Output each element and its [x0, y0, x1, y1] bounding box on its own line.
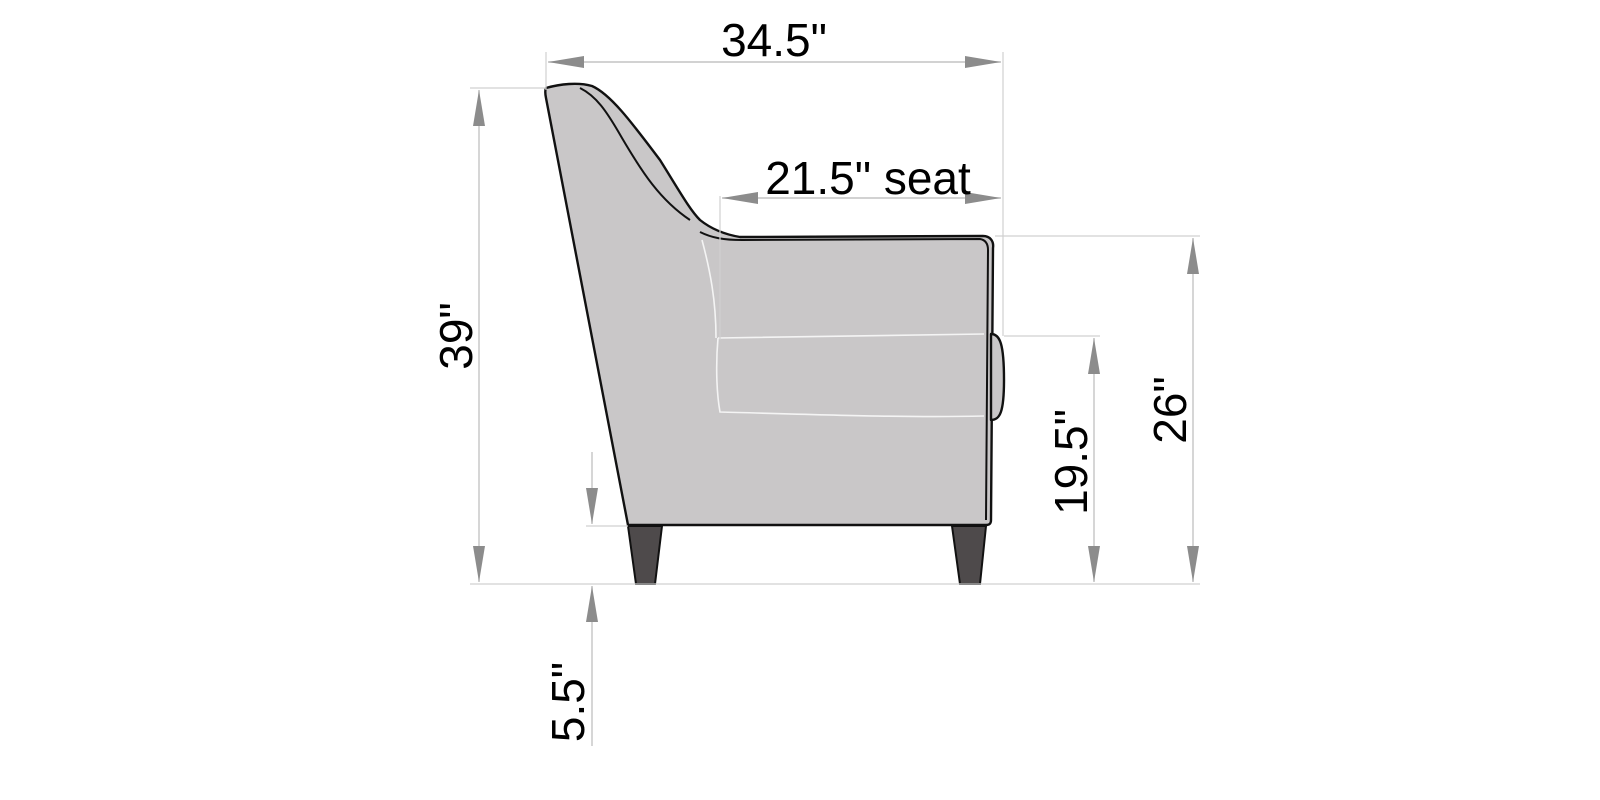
seat-cushion — [715, 333, 985, 418]
dimension-overall-depth: 34.5" — [545, 14, 1004, 336]
dimension-arm-height: 26" — [995, 235, 1200, 582]
arm-height-label: 26" — [1144, 376, 1196, 444]
front-leg — [626, 525, 664, 585]
back-cushion-edge — [701, 239, 717, 339]
back-roll-piping — [579, 87, 691, 221]
seat-depth-label: 21.5" seat — [765, 152, 971, 204]
arrowhead-bottom — [1187, 546, 1199, 582]
arrowhead-top — [473, 90, 485, 126]
dimension-seat-height: 19.5" — [1004, 335, 1100, 582]
chair-drawing — [544, 82, 1006, 585]
arrowhead-top — [1088, 338, 1100, 374]
back-leg — [950, 525, 988, 585]
arrowhead-left — [548, 56, 584, 68]
dimension-leg-height: 5.5" — [542, 452, 628, 746]
back-cushion-bump — [989, 332, 1006, 422]
arrowhead-right — [965, 192, 1001, 204]
overall-height-label: 39" — [430, 302, 482, 370]
arrowhead-bottom — [1088, 546, 1100, 582]
leg-height-label: 5.5" — [542, 662, 594, 742]
dimension-overall-height: 39" — [430, 87, 1200, 585]
dimension-seat-depth: 21.5" seat — [719, 152, 1001, 340]
arrowhead-up — [586, 586, 598, 622]
arrowhead-right — [965, 56, 1001, 68]
arrowhead-down — [586, 488, 598, 524]
chair-body — [544, 82, 995, 527]
overall-depth-label: 34.5" — [721, 14, 827, 66]
arrowhead-bottom — [473, 546, 485, 582]
arm-top-piping — [699, 231, 990, 521]
arrowhead-top — [1187, 238, 1199, 274]
arrowhead-left — [722, 192, 758, 204]
seat-height-label: 19.5" — [1045, 409, 1097, 515]
